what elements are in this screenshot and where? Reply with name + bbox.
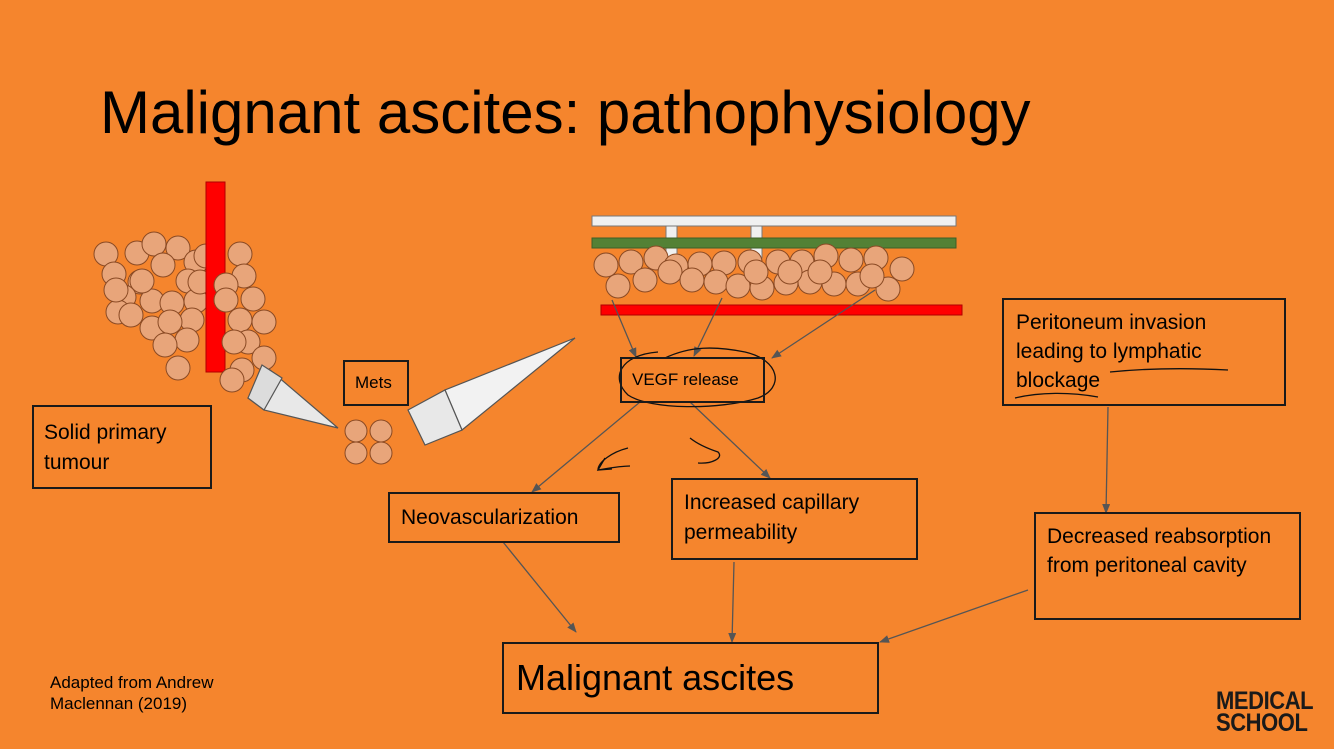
cell (251, 309, 277, 335)
medical-school-logo: MEDICAL SCHOOL (1216, 687, 1314, 737)
vegf-release-box: VEGF release (620, 357, 765, 403)
tumour-cell-cluster (93, 231, 219, 381)
decreased-reabsorption-label: Decreased reabsorption from peritoneal c… (1047, 525, 1272, 577)
cell (227, 307, 253, 333)
arrow-layer-to-vegf-3 (771, 289, 876, 359)
cell (807, 259, 833, 285)
cell (165, 355, 191, 381)
pipette-left (247, 364, 339, 429)
arrow-vegf-to-neovasc (531, 401, 641, 493)
cell (344, 441, 368, 465)
blood-vessel-horizontal (600, 304, 963, 316)
arrow-vegf-to-capillary (689, 401, 771, 479)
cell (743, 259, 769, 285)
cell (213, 287, 239, 313)
mets-cell-cluster (344, 419, 393, 465)
arrow-decreased-to-ascites (879, 589, 1029, 643)
cell (657, 259, 683, 285)
decreased-reabsorption-box: Decreased reabsorption from peritoneal c… (1034, 512, 1301, 620)
arrow-peritoneum-to-decreased (1102, 406, 1111, 514)
slide-title: Malignant ascites: pathophysiology (100, 79, 1031, 146)
cell (889, 256, 915, 282)
cell (129, 268, 155, 294)
cell (221, 329, 247, 355)
malignant-ascites-box: Malignant ascites (502, 642, 879, 714)
source-credit: Adapted from Andrew Maclennan (2019) (50, 672, 250, 714)
arrow-layer-to-vegf-1 (611, 299, 637, 358)
cell (593, 252, 619, 278)
peritoneum-invasion-box: Peritoneum invasion leading to lymphatic… (1002, 298, 1286, 406)
handwritten-annotations (596, 347, 1229, 471)
cell (605, 273, 631, 299)
malignant-ascites-label: Malignant ascites (516, 657, 795, 698)
cell (157, 309, 183, 335)
cell (679, 267, 705, 293)
arrow-layer-to-vegf-2 (693, 297, 723, 357)
mets-label: Mets (355, 373, 392, 392)
neovascularization-label: Neovascularization (401, 506, 579, 529)
solid-primary-tumour-label: Solid primary tumour (44, 421, 167, 474)
neovascularization-box: Neovascularization (388, 492, 620, 543)
tumour-cell-cluster-front (213, 241, 277, 393)
logo-line-1: MEDICAL (1216, 687, 1314, 715)
pipette-right (407, 337, 576, 446)
cell (777, 259, 803, 285)
cell (152, 332, 178, 358)
cell (369, 419, 393, 443)
logo-line-2: SCHOOL (1216, 709, 1308, 737)
capillary-permeability-label: Increased capillary permeability (684, 491, 860, 544)
cell (165, 235, 191, 261)
membrane-white (591, 215, 957, 227)
cell (240, 286, 266, 312)
cell (141, 231, 167, 257)
cell (219, 367, 245, 393)
cell (103, 277, 129, 303)
cell (618, 249, 644, 275)
cell (118, 302, 144, 328)
cell (369, 441, 393, 465)
solid-primary-tumour-box: Solid primary tumour (32, 405, 212, 489)
cell (703, 269, 729, 295)
cell (344, 419, 368, 443)
arrow-neovasc-to-ascites (502, 541, 577, 633)
arrow-capillary-to-ascites (728, 561, 737, 643)
cell (838, 247, 864, 273)
cell (174, 327, 200, 353)
capillary-permeability-box: Increased capillary permeability (671, 478, 918, 560)
cell (859, 263, 885, 289)
source-credit-text: Adapted from Andrew Maclennan (2019) (50, 673, 214, 713)
peritoneal-cell-layer (593, 243, 915, 302)
cell (150, 252, 176, 278)
vegf-release-label: VEGF release (632, 370, 739, 389)
membrane-green (591, 237, 957, 249)
cell (632, 267, 658, 293)
mets-box: Mets (343, 360, 409, 406)
peritoneum-invasion-label: Peritoneum invasion leading to lymphatic… (1016, 311, 1207, 392)
cell (227, 241, 253, 267)
